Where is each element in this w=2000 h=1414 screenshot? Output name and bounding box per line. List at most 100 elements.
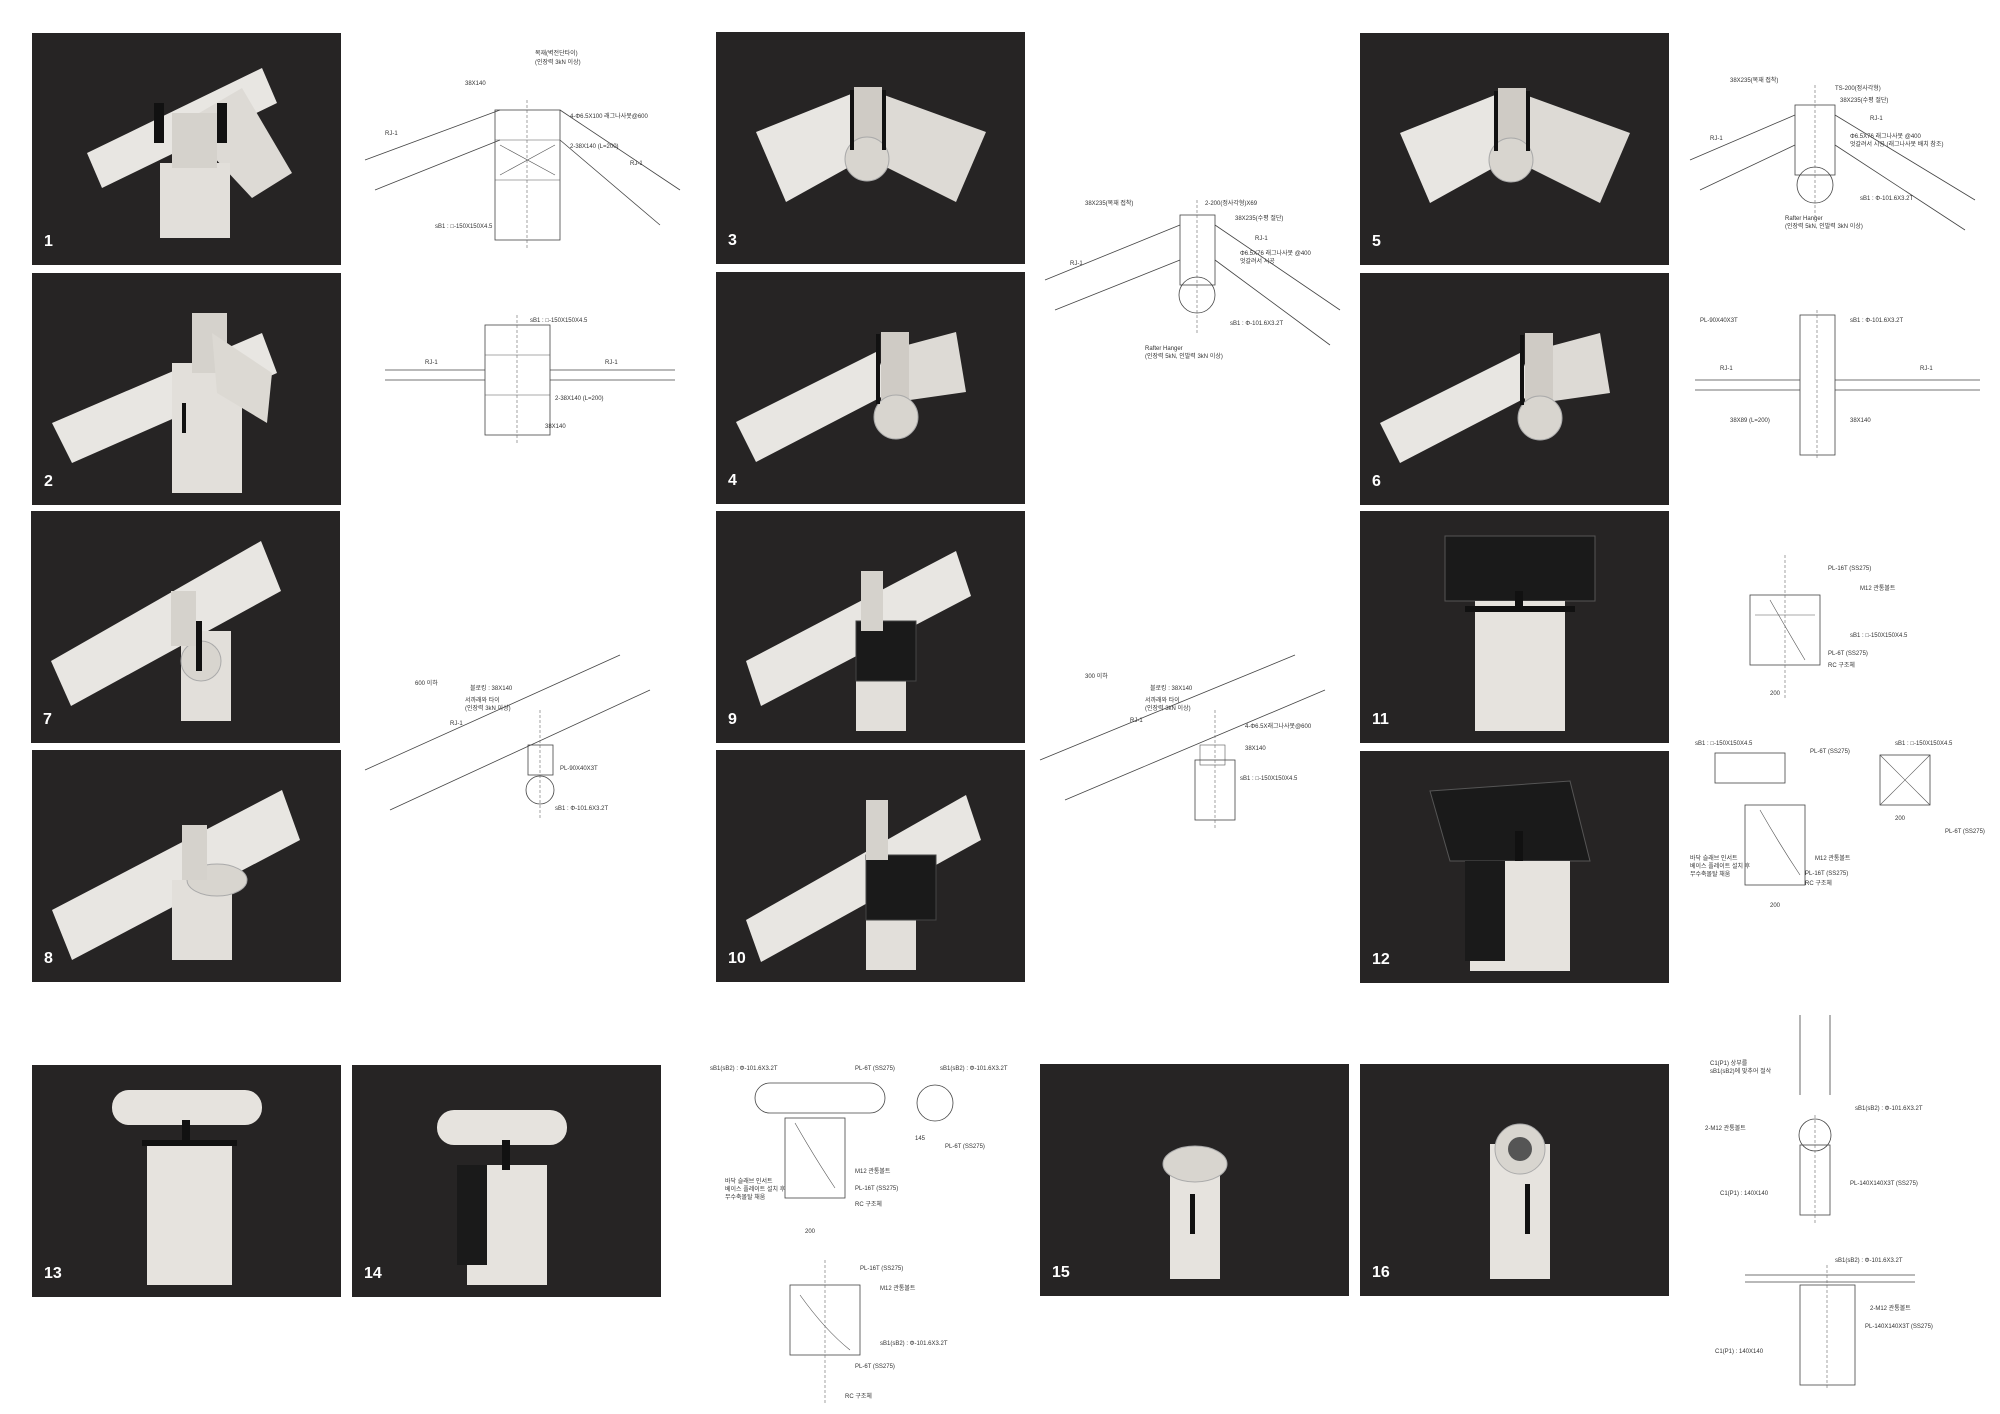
model-photo-7: 7: [31, 511, 340, 743]
drawing-label: 목재(벽전단타이): [535, 49, 578, 57]
pipe-base-model-14: [437, 1110, 567, 1285]
drawing-label: PL-16T (SS275): [860, 1266, 903, 1272]
drawing-label: RJ-1: [1920, 366, 1933, 372]
drawing-label: 엇갈려서 시공 (래그나사못 배치 참조): [1850, 140, 1943, 148]
photo-number: 5: [1372, 233, 1381, 250]
drawing-label: PL-16T (SS275): [1805, 871, 1848, 877]
drawing-label: Rafter Hanger: [1785, 216, 1823, 222]
drawing-label: sB1(sB2) : Φ-101.6X3.2T: [880, 1341, 948, 1347]
drawing-label: sB1 : □-150X150X4.5: [1695, 741, 1753, 747]
photo-number: 10: [728, 950, 746, 967]
drawing-label: 4-Φ6.5X100 래그나사못@600: [570, 112, 649, 120]
drawing-label: RJ-1: [1870, 116, 1883, 122]
drawing-label: PL-6T (SS275): [1828, 651, 1868, 657]
drawing-label: 서까래와 타이: [1145, 696, 1180, 704]
photo-number: 4: [728, 472, 737, 489]
drawing-label: sB1(sB2)에 맞추어 절삭: [1710, 1067, 1772, 1075]
drawing-label: Rafter Hanger: [1145, 346, 1183, 352]
model-photo-9: 9: [716, 511, 1025, 743]
box-base-model-12: [1429, 780, 1591, 971]
drawing-label: Φ6.5X76 래그나사못 @400: [1240, 249, 1312, 257]
drawing-label: 38X140: [545, 424, 566, 430]
drawing-label: PL-6T (SS275): [855, 1364, 895, 1370]
drawing-label: RJ-1: [1255, 236, 1268, 242]
photo-number: 12: [1372, 951, 1390, 968]
base-plate-model-11: [1444, 535, 1596, 731]
drawing-label: 38X235(수평 절단): [1840, 96, 1888, 104]
model-photo-12: 12: [1360, 751, 1669, 983]
drawing-label: 2-M12 관통볼트: [1870, 1304, 1911, 1312]
drawing-label: RJ-1: [630, 161, 643, 167]
detail-drawing-12: C1(P1) 상부를 sB1(sB2)에 맞추어 절삭 sB1(sB2) : Φ…: [1700, 1015, 1990, 1230]
model-photo-5: 5: [1360, 33, 1669, 265]
drawing-label: RC 구조체: [855, 1200, 882, 1208]
drawing-label: 38X140: [1850, 418, 1871, 424]
drawing-label: sB1 : Φ-101.6X3.2T: [1860, 196, 1913, 202]
drawing-label: 바닥 슬래브 인서트: [725, 1177, 773, 1185]
drawing-label: M12 관통볼트: [855, 1167, 891, 1175]
drawing-label: sB1 : □-150X150X4.5: [1895, 741, 1953, 747]
drawing-label: PL-140X140X3T (SS275): [1850, 1181, 1918, 1187]
drawing-label: PL-140X140X3T (SS275): [1865, 1324, 1933, 1330]
drawing-label: sB1 : Φ-101.6X3.2T: [555, 806, 608, 812]
photo-number: 13: [44, 1265, 62, 1282]
model-photo-4: 4: [716, 272, 1025, 504]
drawing-label: PL-6T (SS275): [1945, 829, 1985, 835]
drawing-label: PL-90X40X3T: [1700, 318, 1738, 324]
drawing-label: PL-16T (SS275): [1828, 566, 1871, 572]
drawing-label: 2-200(정사각형)X69: [1205, 199, 1258, 207]
drawing-label: 무수축몰탈 채움: [725, 1193, 766, 1201]
drawing-label: RC 구조체: [1828, 661, 1855, 669]
drawing-label: 38X235(목재 접착): [1085, 199, 1133, 207]
drawing-label: (인장력 5kN, 인발력 3kN 이상): [1145, 352, 1223, 360]
drawing-label: PL-6T (SS275): [855, 1066, 895, 1072]
drawing-label: (인장력 3kN 이상): [465, 704, 511, 712]
drawing-label: 38X235(목재 접착): [1730, 76, 1778, 84]
drawing-label: 38X235(수평 절단): [1235, 214, 1283, 222]
drawing-label: 블로킹 : 38X140: [1150, 685, 1193, 692]
model-photo-1: 1: [32, 33, 341, 265]
drawing-label: TS-200(정사각형): [1835, 84, 1881, 92]
detail-drawing-7: 300 이하 블로킹 : 38X140 서까래와 타이 (인장력 3kN 이상)…: [1035, 650, 1345, 830]
drawing-label: sB1(sB2) : Φ-101.6X3.2T: [1855, 1106, 1923, 1112]
pipe-post-model-16: [1490, 1123, 1550, 1279]
drawing-label: 무수축몰탈 채움: [1690, 870, 1731, 878]
rafter-hanger-model-3: [756, 87, 986, 202]
drawing-label: 베이스 플레이트 설치 후: [725, 1185, 786, 1193]
drawing-label: M12 관통볼트: [1815, 854, 1851, 862]
drawing-label: 바닥 슬래브 인서트: [1690, 854, 1738, 862]
drawing-label: 200: [1770, 903, 1781, 909]
detail-drawing-8: PL-16T (SS275) M12 관통볼트 sB1 : □-150X150X…: [1710, 555, 1995, 705]
detail-drawing-4: 38X235(목재 접착) TS-200(정사각형) 38X235(수평 절단)…: [1685, 40, 1990, 255]
drawing-label: sB1 : □-150X150X4.5: [530, 318, 588, 324]
box-joint-model-9: [746, 551, 971, 731]
model-photo-2: 2: [32, 273, 341, 505]
drawing-label: PL-90X40X3T: [560, 766, 598, 772]
drawing-label: 베이스 플레이트 설치 후: [1690, 862, 1751, 870]
drawing-label: Φ6.5X76 래그나사못 @400: [1850, 132, 1922, 140]
drawing-label: RC 구조체: [1805, 879, 1832, 887]
drawing-label: sB1 : □-150X150X4.5: [1240, 776, 1298, 782]
drawing-label: M12 관통볼트: [1860, 584, 1896, 592]
drawing-label: 300 이하: [1085, 672, 1108, 680]
drawing-label: 블로킹 : 38X140: [470, 685, 513, 692]
drawing-label: C1(P1) 상부를: [1710, 1059, 1748, 1067]
drawing-label: C1(P1) : 140X140: [1715, 1349, 1764, 1355]
drawing-label: sB1 : □-150X150X4.5: [435, 224, 493, 230]
drawing-label: RJ-1: [425, 360, 438, 366]
drawing-label: 2-38X140 (L=200): [570, 144, 619, 150]
rafter-hanger-model-6: [1380, 333, 1610, 463]
drawing-label: (인장력 5kN, 인발력 3kN 이상): [1785, 222, 1863, 230]
drawing-label: 145: [915, 1136, 926, 1142]
photo-number: 2: [44, 473, 53, 490]
photo-number: 6: [1372, 473, 1381, 490]
photo-number: 11: [1372, 711, 1389, 728]
model-photo-8: 8: [32, 750, 341, 982]
photo-number: 15: [1052, 1264, 1070, 1281]
timber-joint-model-1: [87, 68, 292, 238]
model-photo-11: 11: [1360, 511, 1669, 743]
detail-drawing-13: sB1(sB2) : Φ-101.6X3.2T 2-M12 관통볼트 PL-14…: [1705, 1250, 1990, 1390]
drawing-label: 200: [1770, 691, 1781, 697]
drawing-label: 38X89 (L=200): [1730, 418, 1770, 424]
drawing-label: sB1(sB2) : Φ-101.6X3.2T: [710, 1066, 778, 1072]
